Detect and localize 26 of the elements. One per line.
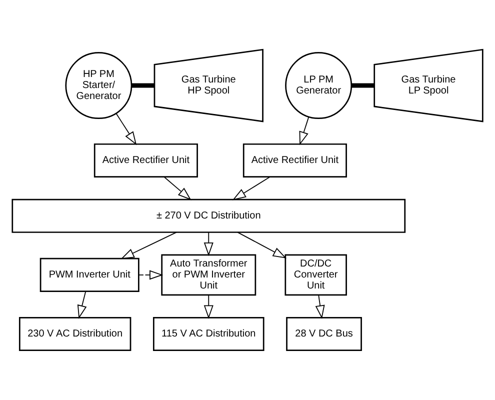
node-box: Gas Turbine LP Spool [374, 48, 484, 122]
arrow [299, 116, 310, 146]
arrow [138, 270, 164, 280]
arrow [237, 232, 287, 258]
node-box: Gas Turbine HP Spool [154, 48, 264, 122]
arrow [164, 176, 192, 200]
node-box: Active Rectifier Unit [242, 143, 347, 178]
node-box: Active Rectifier Unit [94, 143, 198, 178]
arrow [315, 294, 325, 319]
arrow [77, 291, 87, 319]
node-circle: LP PM Generator [285, 52, 352, 120]
arrow [120, 232, 177, 260]
connector [132, 83, 154, 88]
node-box: 230 V AC Distribution [18, 316, 132, 352]
arrow [204, 294, 214, 319]
arrow [204, 232, 214, 256]
node-box: PWM Inverter Unit [40, 258, 140, 292]
connector [352, 83, 374, 88]
node-box: 28 V DC Bus [286, 316, 362, 352]
node-circle: HP PM Starter/ Generator [65, 52, 132, 120]
node-box: ± 270 V DC Distribution [12, 198, 406, 233]
node-box: DC/DC Converter Unit [284, 254, 347, 296]
arrow [116, 113, 137, 146]
node-box: 115 V AC Distribution [152, 316, 264, 352]
arrow [232, 176, 270, 200]
node-box: Auto Transformer or PWM Inverter Unit [161, 254, 256, 296]
